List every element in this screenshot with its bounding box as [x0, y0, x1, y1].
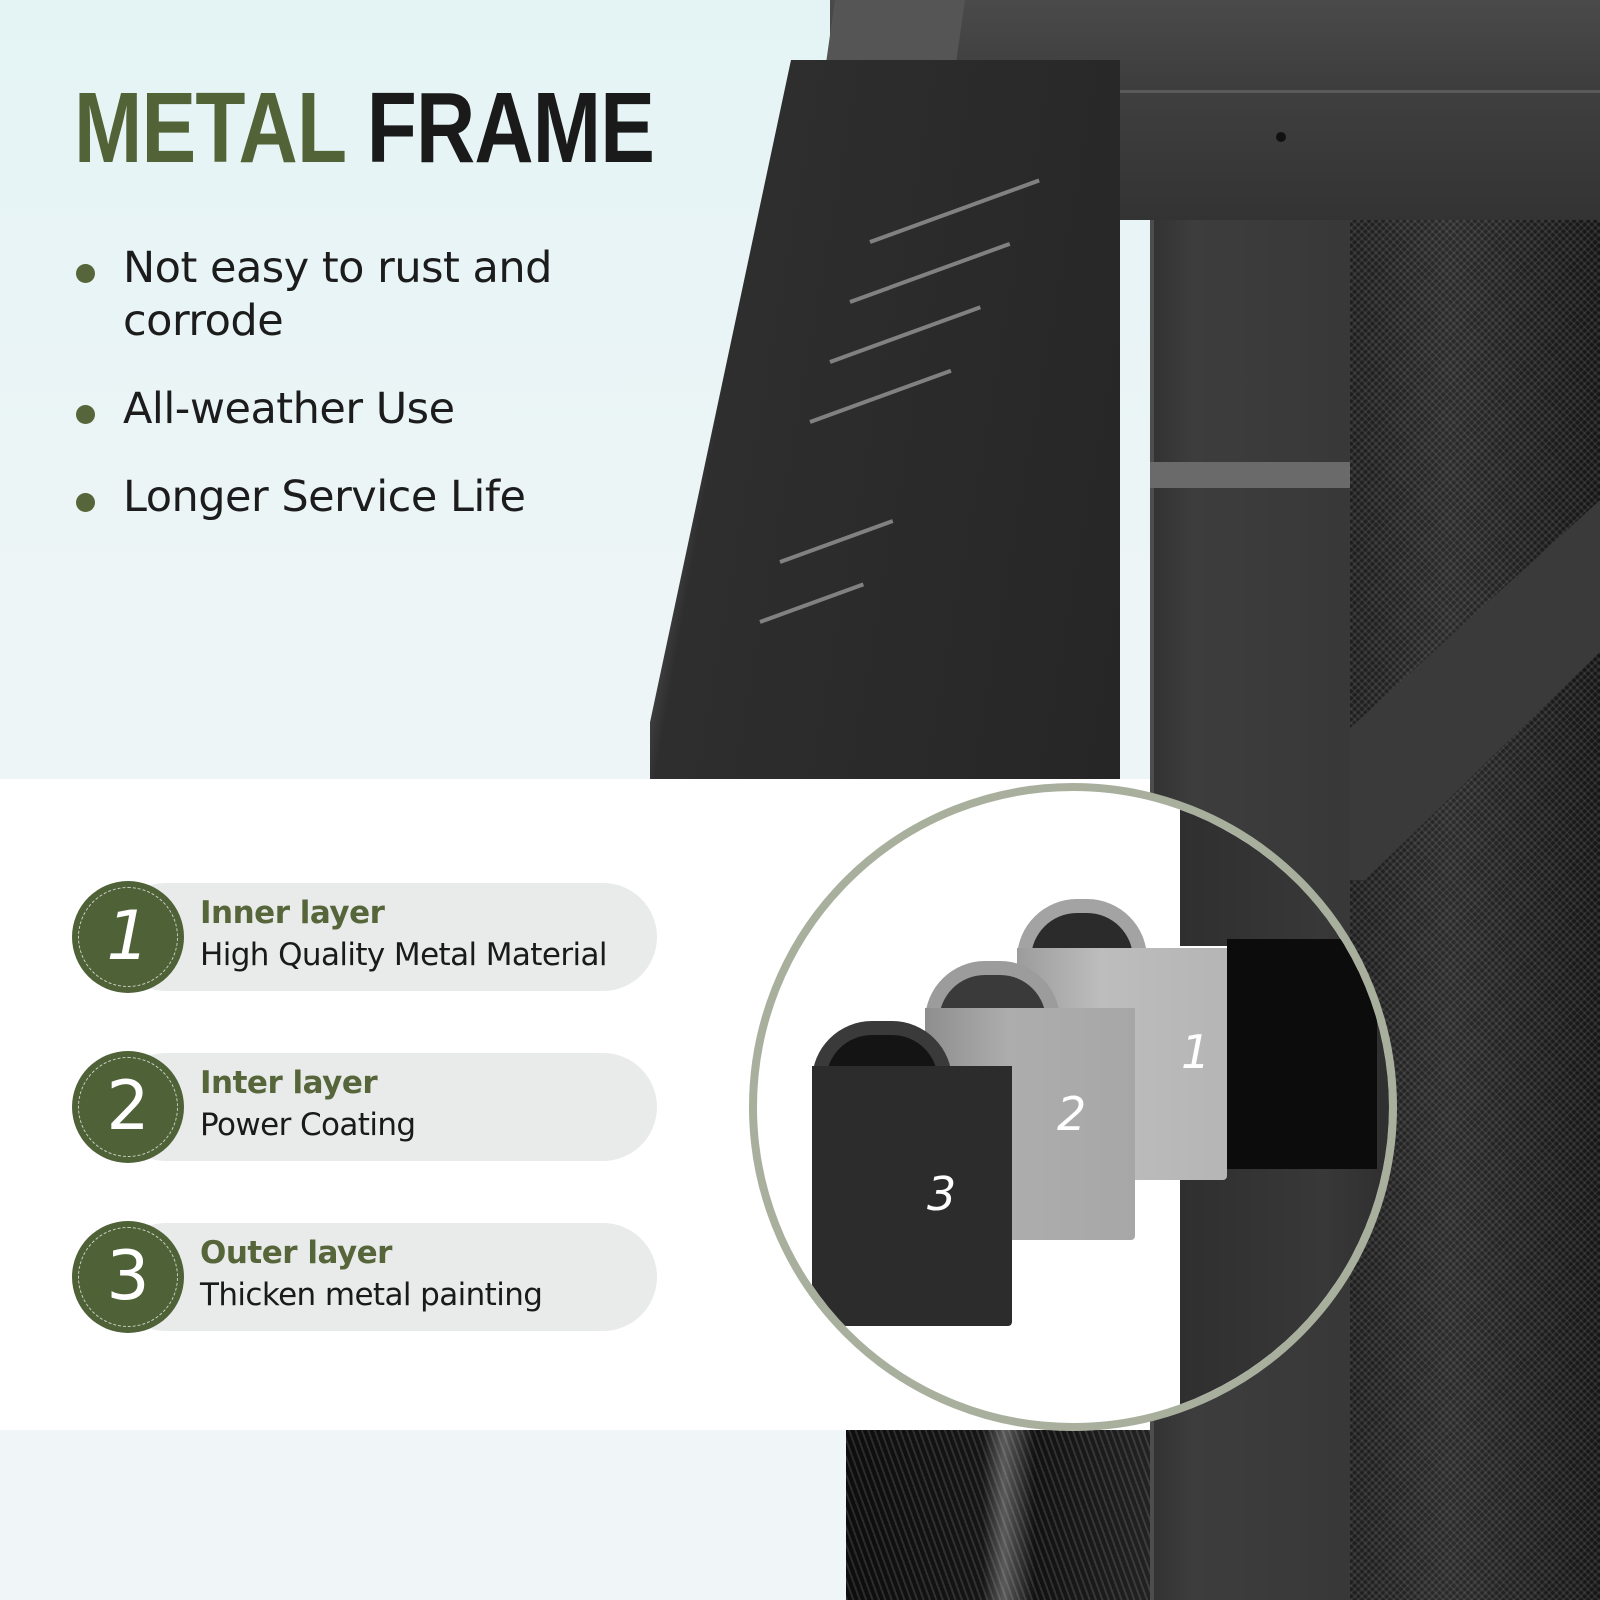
badge-number: 3 — [106, 1237, 150, 1316]
bolt-hole — [1276, 132, 1286, 142]
number-badge: 3 — [72, 1221, 184, 1333]
feature-list: Not easy to rust and corrode All-weather… — [76, 242, 596, 524]
roof-corner-cap — [825, 0, 965, 70]
layer-diagram-circle: 1 2 3 — [749, 783, 1397, 1431]
title-word-metal: METAL — [74, 72, 346, 184]
badge-number: 2 — [106, 1067, 150, 1146]
feature-item: Not easy to rust and corrode — [76, 242, 596, 348]
layer-pill — [112, 1053, 657, 1161]
diagram-label-2: 2 — [1057, 1087, 1087, 1141]
mesh-netting-bottom — [846, 1430, 1150, 1600]
layer-pill — [112, 883, 657, 991]
page-title: METAL FRAME — [74, 78, 655, 178]
horizontal-beam — [1100, 90, 1600, 220]
layer-description: High Quality Metal Material — [200, 937, 608, 973]
roof-eave — [650, 60, 1120, 780]
diagram-label-3: 3 — [927, 1167, 957, 1221]
layer-list: 1 Inner layer High Quality Metal Materia… — [72, 881, 657, 1393]
layer-title: Inter layer — [200, 1065, 378, 1101]
layer-title: Outer layer — [200, 1235, 392, 1271]
layer-title: Inner layer — [200, 895, 385, 931]
number-badge: 2 — [72, 1051, 184, 1163]
badge-number: 1 — [106, 897, 150, 976]
diagram-label-1: 1 — [1181, 1025, 1211, 1079]
number-badge: 1 — [72, 881, 184, 993]
layer-description: Power Coating — [200, 1107, 416, 1143]
layer-card-inner: 1 Inner layer High Quality Metal Materia… — [72, 881, 657, 993]
post-cutaway-interior — [1227, 939, 1377, 1169]
layer-pill — [112, 1223, 657, 1331]
title-word-frame: FRAME — [366, 72, 655, 184]
layer-description: Thicken metal painting — [200, 1277, 543, 1313]
layer-card-inter: 2 Inter layer Power Coating — [72, 1051, 657, 1163]
mesh-netting-right — [1350, 220, 1600, 1600]
feature-item: Longer Service Life — [76, 471, 596, 524]
layer-card-outer: 3 Outer layer Thicken metal painting — [72, 1221, 657, 1333]
feature-item: All-weather Use — [76, 383, 596, 436]
outer-layer-strip — [812, 1066, 1012, 1326]
post-strap — [1150, 462, 1350, 488]
